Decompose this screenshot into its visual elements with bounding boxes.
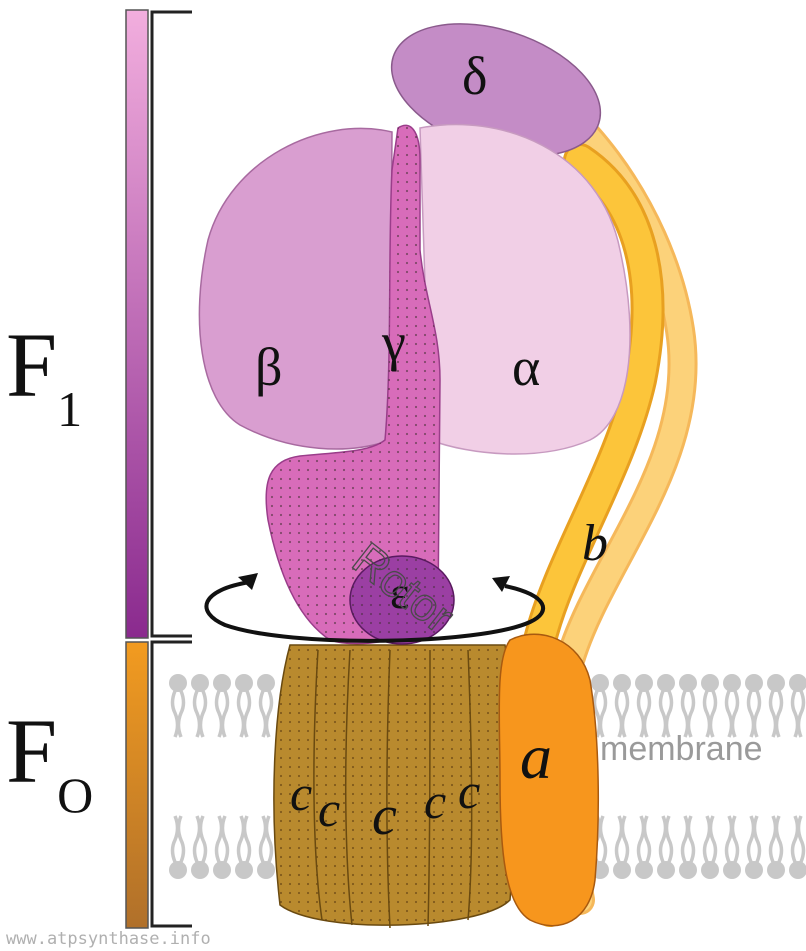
scale-bars — [126, 10, 192, 928]
delta-label: δ — [462, 46, 487, 106]
c-label-5: c — [458, 763, 480, 819]
beta-label: β — [255, 337, 282, 397]
fo-bar — [126, 642, 148, 928]
beta-subunit — [199, 128, 392, 449]
gamma-label: γ — [381, 312, 406, 372]
c-label-4: c — [424, 773, 446, 829]
fo-subscript: O — [57, 767, 93, 823]
fo-main: F — [6, 700, 57, 802]
f1-label: F1 — [6, 314, 82, 437]
c-label-2: c — [318, 781, 340, 837]
f1-main: F — [6, 314, 57, 416]
fo-label: FO — [6, 700, 93, 823]
alpha-label: α — [512, 337, 540, 397]
credit-url: www.atpsynthase.info — [6, 929, 211, 949]
f1-subscript: 1 — [57, 381, 82, 437]
f1-bracket — [152, 12, 192, 636]
a-label: a — [520, 721, 552, 792]
c-label-1: c — [290, 765, 312, 821]
c-label-3: c — [372, 785, 397, 847]
f1-bar — [126, 10, 148, 638]
b-label: b — [582, 515, 608, 572]
membrane-label: membrane — [600, 730, 763, 768]
